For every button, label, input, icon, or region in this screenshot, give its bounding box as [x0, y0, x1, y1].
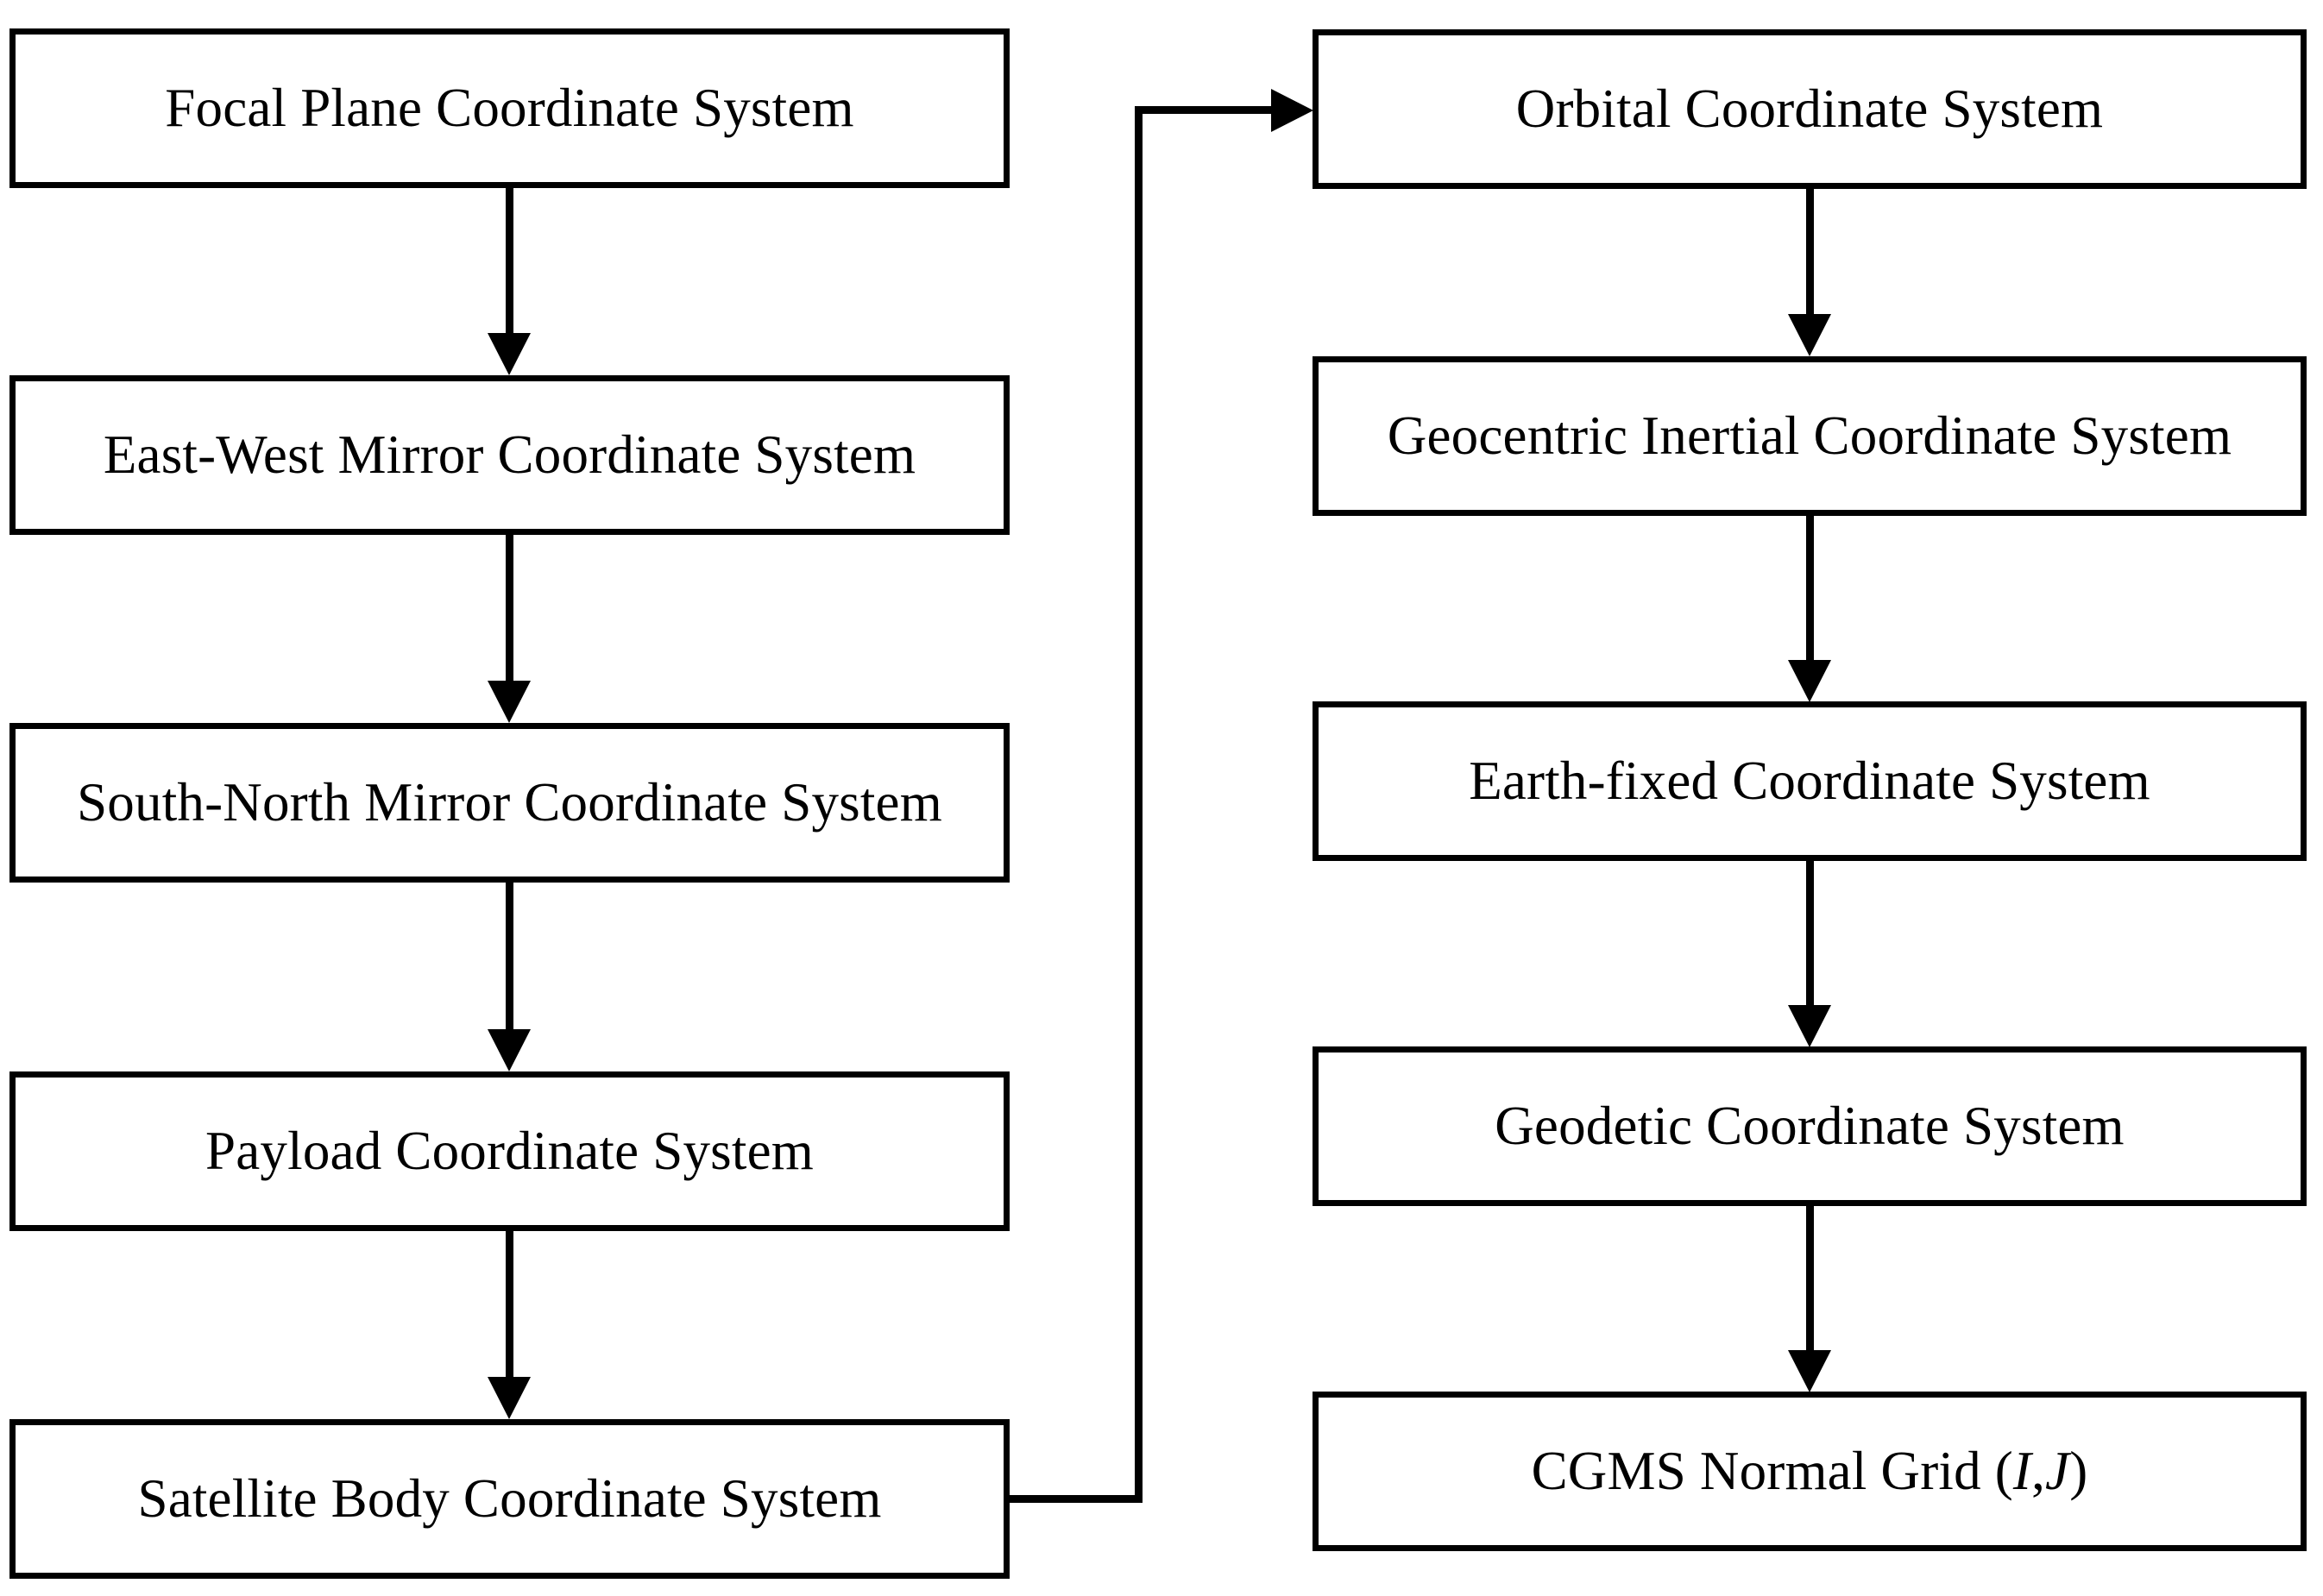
connector-satellite-to-orbital-arrowhead	[1271, 89, 1313, 132]
node-orbital-coordinate-system[interactable]: Orbital Coordinate System	[1313, 29, 2307, 189]
node-satellite-body-coordinate-system[interactable]: Satellite Body Coordinate System	[9, 1419, 1010, 1579]
cgms-prefix: CGMS Normal Grid (	[1531, 1440, 2013, 1501]
connector-focal-to-ew-arrowhead	[488, 333, 531, 375]
node-geocentric-inertial-coordinate-system[interactable]: Geocentric Inertial Coordinate System	[1313, 356, 2307, 516]
node-payload-coordinate-system[interactable]: Payload Coordinate System	[9, 1071, 1010, 1231]
cgms-italic-i: I	[2012, 1440, 2032, 1501]
connector-payload-to-satellite-arrowhead	[488, 1377, 531, 1419]
node-south-north-mirror-coordinate-system[interactable]: South-North Mirror Coordinate System	[9, 723, 1010, 883]
node-east-west-mirror-coordinate-system[interactable]: East-West Mirror Coordinate System	[9, 375, 1010, 535]
node-label: Earth-fixed Coordinate System	[1469, 750, 2150, 811]
cgms-italic-j: J	[2045, 1440, 2070, 1501]
node-focal-plane-coordinate-system[interactable]: Focal Plane Coordinate System	[9, 28, 1010, 188]
node-label: South-North Mirror Coordinate System	[77, 771, 942, 833]
node-cgms-normal-grid[interactable]: CGMS Normal Grid (I,J)	[1313, 1392, 2307, 1551]
connector-sn-to-payload-arrowhead	[488, 1029, 531, 1071]
connector-geodetic-to-cgms-shaft	[1806, 1206, 1814, 1353]
node-label-cgms: CGMS Normal Grid (I,J)	[1531, 1440, 2088, 1501]
connector-ew-to-sn-shaft	[506, 535, 513, 683]
connector-geocentric-to-earthfixed-arrowhead	[1788, 660, 1831, 702]
connector-payload-to-satellite-shaft	[506, 1231, 513, 1379]
connector-satellite-to-orbital-segment-top	[1135, 106, 1273, 114]
node-label: Geodetic Coordinate System	[1495, 1095, 2125, 1156]
node-label: Satellite Body Coordinate System	[137, 1467, 882, 1529]
cgms-separator: ,	[2031, 1440, 2046, 1501]
cgms-suffix: )	[2069, 1440, 2088, 1501]
connector-satellite-to-orbital-segment-bottom	[1006, 1495, 1143, 1503]
connector-earthfixed-to-geodetic-arrowhead	[1788, 1005, 1831, 1047]
node-label: East-West Mirror Coordinate System	[103, 424, 916, 485]
connector-focal-to-ew-shaft	[506, 188, 513, 336]
connector-sn-to-payload-shaft	[506, 883, 513, 1032]
connector-orbital-to-geocentric-shaft	[1806, 189, 1814, 317]
connector-geodetic-to-cgms-arrowhead	[1788, 1350, 1831, 1392]
node-label: Focal Plane Coordinate System	[165, 77, 854, 138]
node-label: Geocentric Inertial Coordinate System	[1387, 405, 2232, 466]
connector-ew-to-sn-arrowhead	[488, 681, 531, 723]
connector-earthfixed-to-geodetic-shaft	[1806, 861, 1814, 1008]
node-earth-fixed-coordinate-system[interactable]: Earth-fixed Coordinate System	[1313, 701, 2307, 861]
connector-geocentric-to-earthfixed-shaft	[1806, 516, 1814, 663]
connector-orbital-to-geocentric-arrowhead	[1788, 314, 1831, 356]
node-geodetic-coordinate-system[interactable]: Geodetic Coordinate System	[1313, 1046, 2307, 1206]
connector-satellite-to-orbital-segment-vertical	[1135, 106, 1143, 1503]
node-label: Payload Coordinate System	[205, 1120, 814, 1181]
node-label: Orbital Coordinate System	[1515, 78, 2104, 139]
